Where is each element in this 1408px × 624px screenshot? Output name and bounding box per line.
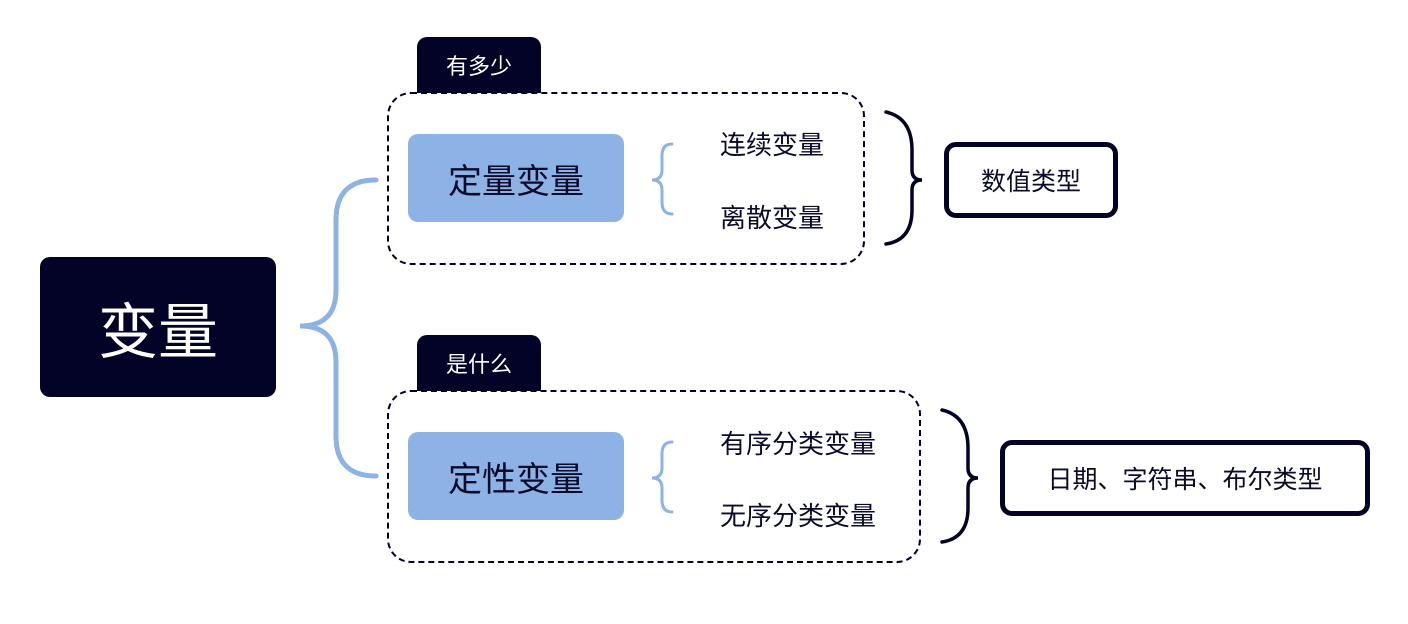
root-brace <box>299 177 379 479</box>
result-bracket-2 <box>940 408 979 544</box>
group-tab-quantity: 有多少 <box>417 37 541 93</box>
result-node-other-types: 日期、字符串、布尔类型 <box>1000 440 1370 516</box>
group-container-qualitative <box>387 390 921 563</box>
group-tab-label: 有多少 <box>445 55 512 80</box>
leaf-nominal: 无序分类变量 <box>720 502 877 532</box>
category-label: 定量变量 <box>448 161 584 202</box>
category-brace-2 <box>651 440 674 514</box>
leaf-ordinal: 有序分类变量 <box>720 430 877 460</box>
result-bracket-1 <box>884 110 923 246</box>
result-label: 数值类型 <box>980 167 1081 196</box>
result-label: 日期、字符串、布尔类型 <box>1047 465 1323 494</box>
category-label: 定性变量 <box>448 459 584 500</box>
category-node-quantitative: 定量变量 <box>408 134 624 222</box>
group-container-quantitative <box>387 92 865 265</box>
category-node-qualitative: 定性变量 <box>408 432 624 520</box>
category-brace-1 <box>651 142 674 216</box>
root-label: 变量 <box>98 297 218 368</box>
root-node: 变量 <box>40 257 276 397</box>
group-tab-what: 是什么 <box>417 335 541 391</box>
leaf-discrete: 离散变量 <box>720 204 825 234</box>
leaf-continuous: 连续变量 <box>720 131 825 161</box>
group-tab-label: 是什么 <box>445 353 512 378</box>
result-node-numeric: 数值类型 <box>944 142 1118 218</box>
